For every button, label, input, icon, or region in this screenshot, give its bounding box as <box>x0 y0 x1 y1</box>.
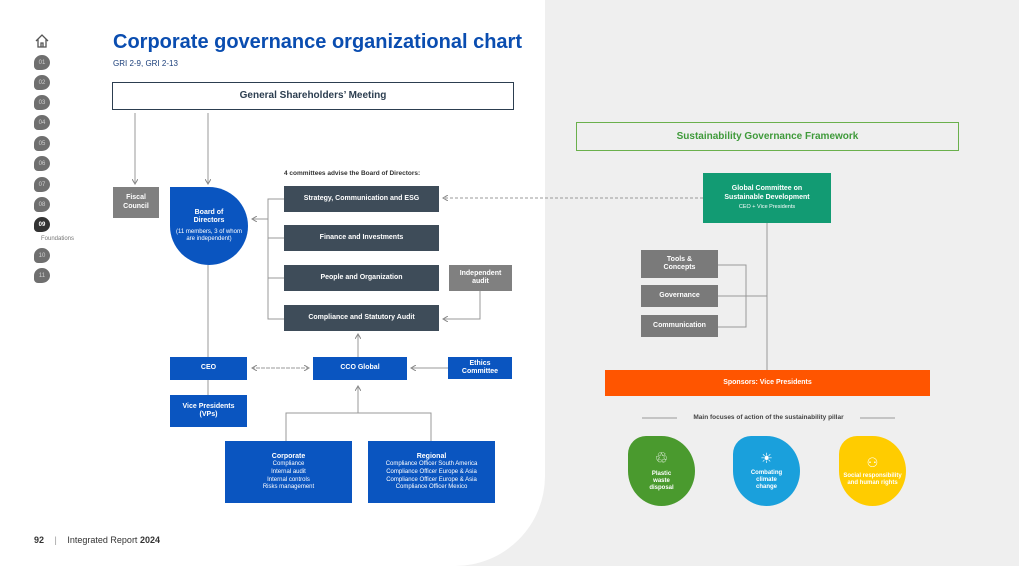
nav-02[interactable]: 02 <box>34 75 50 90</box>
governance-box: Governance <box>641 285 718 307</box>
committees-label: 4 committees advise the Board of Directo… <box>284 170 421 177</box>
nav-09[interactable]: 09 <box>34 217 50 232</box>
nav-03[interactable]: 03 <box>34 95 50 110</box>
corporate-item: Internal controls <box>267 476 310 483</box>
corporate-item: Internal audit <box>271 468 306 475</box>
nav-07[interactable]: 07 <box>34 177 50 192</box>
corporate-box: Corporate Compliance Internal audit Inte… <box>225 441 352 503</box>
committee-strategy: Strategy, Communication and ESG <box>284 186 439 212</box>
cco-global-box: CCO Global <box>313 357 407 380</box>
ceo-box: CEO <box>170 357 247 380</box>
global-committee-label: Global Committee on Sustainable Developm… <box>724 185 810 201</box>
report-name: Integrated Report <box>67 535 138 545</box>
pillar-social-responsibility: ⚇ Social responsibility and human rights <box>839 436 906 506</box>
independent-audit-box: Independent audit <box>449 265 512 291</box>
board-note: (11 members, 3 of whom are independent) <box>176 228 242 242</box>
footer-separator: | <box>54 535 57 545</box>
page-title: Corporate governance organizational char… <box>113 31 522 53</box>
pillar-plastic-waste: ♲ Plastic waste disposal <box>628 436 695 506</box>
nav-06[interactable]: 06 <box>34 156 50 171</box>
corporate-title: Corporate <box>271 452 306 460</box>
footer: 92 | Integrated Report 2024 <box>34 535 160 545</box>
pillar-label: Social responsibility and human rights <box>843 473 902 487</box>
nav-05[interactable]: 05 <box>34 136 50 151</box>
nav-04[interactable]: 04 <box>34 115 50 130</box>
pillar-climate-change: ☀ Combating climate change <box>733 436 800 506</box>
global-committee-note: CEO + Vice Presidents <box>738 204 796 211</box>
fiscal-council-box: Fiscal Council <box>113 187 159 218</box>
pillar-label: Plastic waste disposal <box>649 470 674 492</box>
nav-08[interactable]: 08 <box>34 197 50 212</box>
regional-item: Compliance Officer South America <box>385 460 478 467</box>
nav-11[interactable]: 11 <box>34 268 50 283</box>
board-of-directors-box: Board of Directors (11 members, 3 of who… <box>170 187 248 265</box>
corporate-item: Risks management <box>262 484 315 491</box>
recycle-icon: ♲ <box>654 449 669 467</box>
regional-item: Compliance Officer Europe & Asia <box>386 476 477 483</box>
regional-box: Regional Compliance Officer South Americ… <box>368 441 495 503</box>
home-icon[interactable] <box>34 33 50 49</box>
focus-label: Main focuses of action of the sustainabi… <box>693 414 844 421</box>
tools-concepts-box: Tools & Concepts <box>641 250 718 278</box>
page-subtitle: GRI 2-9, GRI 2-13 <box>113 59 178 68</box>
committee-people: People and Organization <box>284 265 439 291</box>
nav-10[interactable]: 10 <box>34 248 50 263</box>
regional-item: Compliance Officer Mexico <box>395 484 468 491</box>
committee-finance: Finance and Investments <box>284 225 439 251</box>
nav-01[interactable]: 01 <box>34 55 50 70</box>
global-committee-box: Global Committee on Sustainable Developm… <box>703 173 831 223</box>
corporate-item: Compliance <box>272 460 305 467</box>
regional-item: Compliance Officer Europe & Asia <box>386 468 477 475</box>
pillar-label: Combating climate change <box>750 470 783 491</box>
communication-box: Communication <box>641 315 718 337</box>
board-label: Board of Directors <box>193 208 225 225</box>
ethics-committee-box: Ethics Committee <box>448 357 512 379</box>
sponsors-bar: Sponsors: Vice Presidents <box>605 370 930 396</box>
report-year: 2024 <box>139 535 160 545</box>
committee-compliance: Compliance and Statutory Audit <box>284 305 439 331</box>
sustainability-framework-title: Sustainability Governance Framework <box>576 122 959 151</box>
regional-title: Regional <box>416 452 447 460</box>
vice-presidents-box: Vice Presidents (VPs) <box>170 395 247 427</box>
sun-plant-icon: ☀ <box>760 450 773 467</box>
nav-active-label: Foundations <box>41 236 75 242</box>
page-number: 92 <box>34 535 45 545</box>
shareholders-meeting-box: General Shareholders’ Meeting <box>112 82 514 110</box>
people-icon: ⚇ <box>866 454 879 470</box>
